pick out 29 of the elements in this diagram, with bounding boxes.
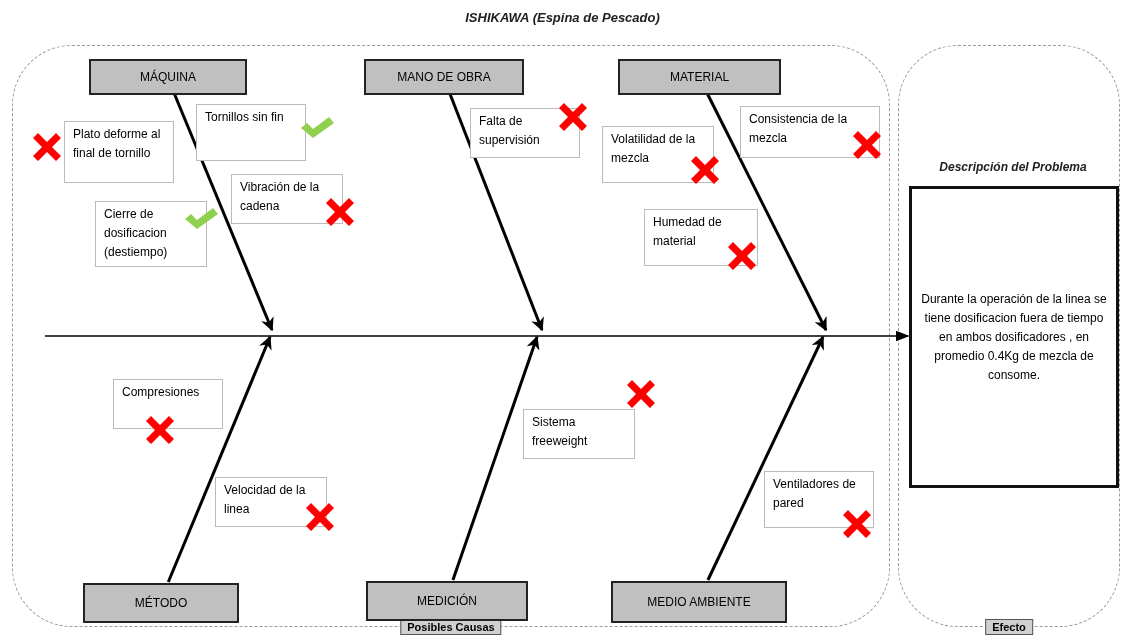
region-label: Efecto [985,619,1033,635]
cause-box: Plato deforme al final de tornillo [64,121,174,183]
category-box: MÁQUINA [89,59,247,95]
bone-arrow [166,335,272,583]
spine-arrow [44,330,910,342]
cause-box: Sistema freeweight [523,409,635,459]
bone-arrow [706,335,825,581]
cause-box: Volatilidad de la mezcla [602,126,714,183]
bone-arrow [173,93,274,332]
bone-arrow [451,335,540,581]
category-box: MEDICIÓN [366,581,528,621]
bone-arrow [706,93,828,332]
cause-box: Consistencia de la mezcla [740,106,880,158]
cause-box: Cierre de dosificacion (destiempo) [95,201,207,267]
problem-box: Durante la operación de la linea se tiene dosificacion fuera de tiempo en ambos dosificadores , en promedio 0.4Kg de mezcla de consome. [909,186,1119,488]
cause-box: Vibración de la cadena [231,174,343,224]
category-box: MEDIO AMBIENTE [611,581,787,623]
cause-box: Ventiladores de pared [764,471,874,528]
category-box: MATERIAL [618,59,781,95]
cause-box: Falta de supervisión [470,108,580,158]
category-box: MANO DE OBRA [364,59,524,95]
category-box: MÉTODO [83,583,239,623]
heading: Descripción del Problema [938,160,1088,174]
cause-box: Compresiones [113,379,223,429]
cause-box: Velocidad de la linea [215,477,327,527]
cause-box: Tornillos sin fin [196,104,306,161]
diagram-title: ISHIKAWA (Espina de Pescado) [464,10,661,25]
bone-arrow [448,93,544,332]
cause-box: Humedad de material [644,209,758,266]
